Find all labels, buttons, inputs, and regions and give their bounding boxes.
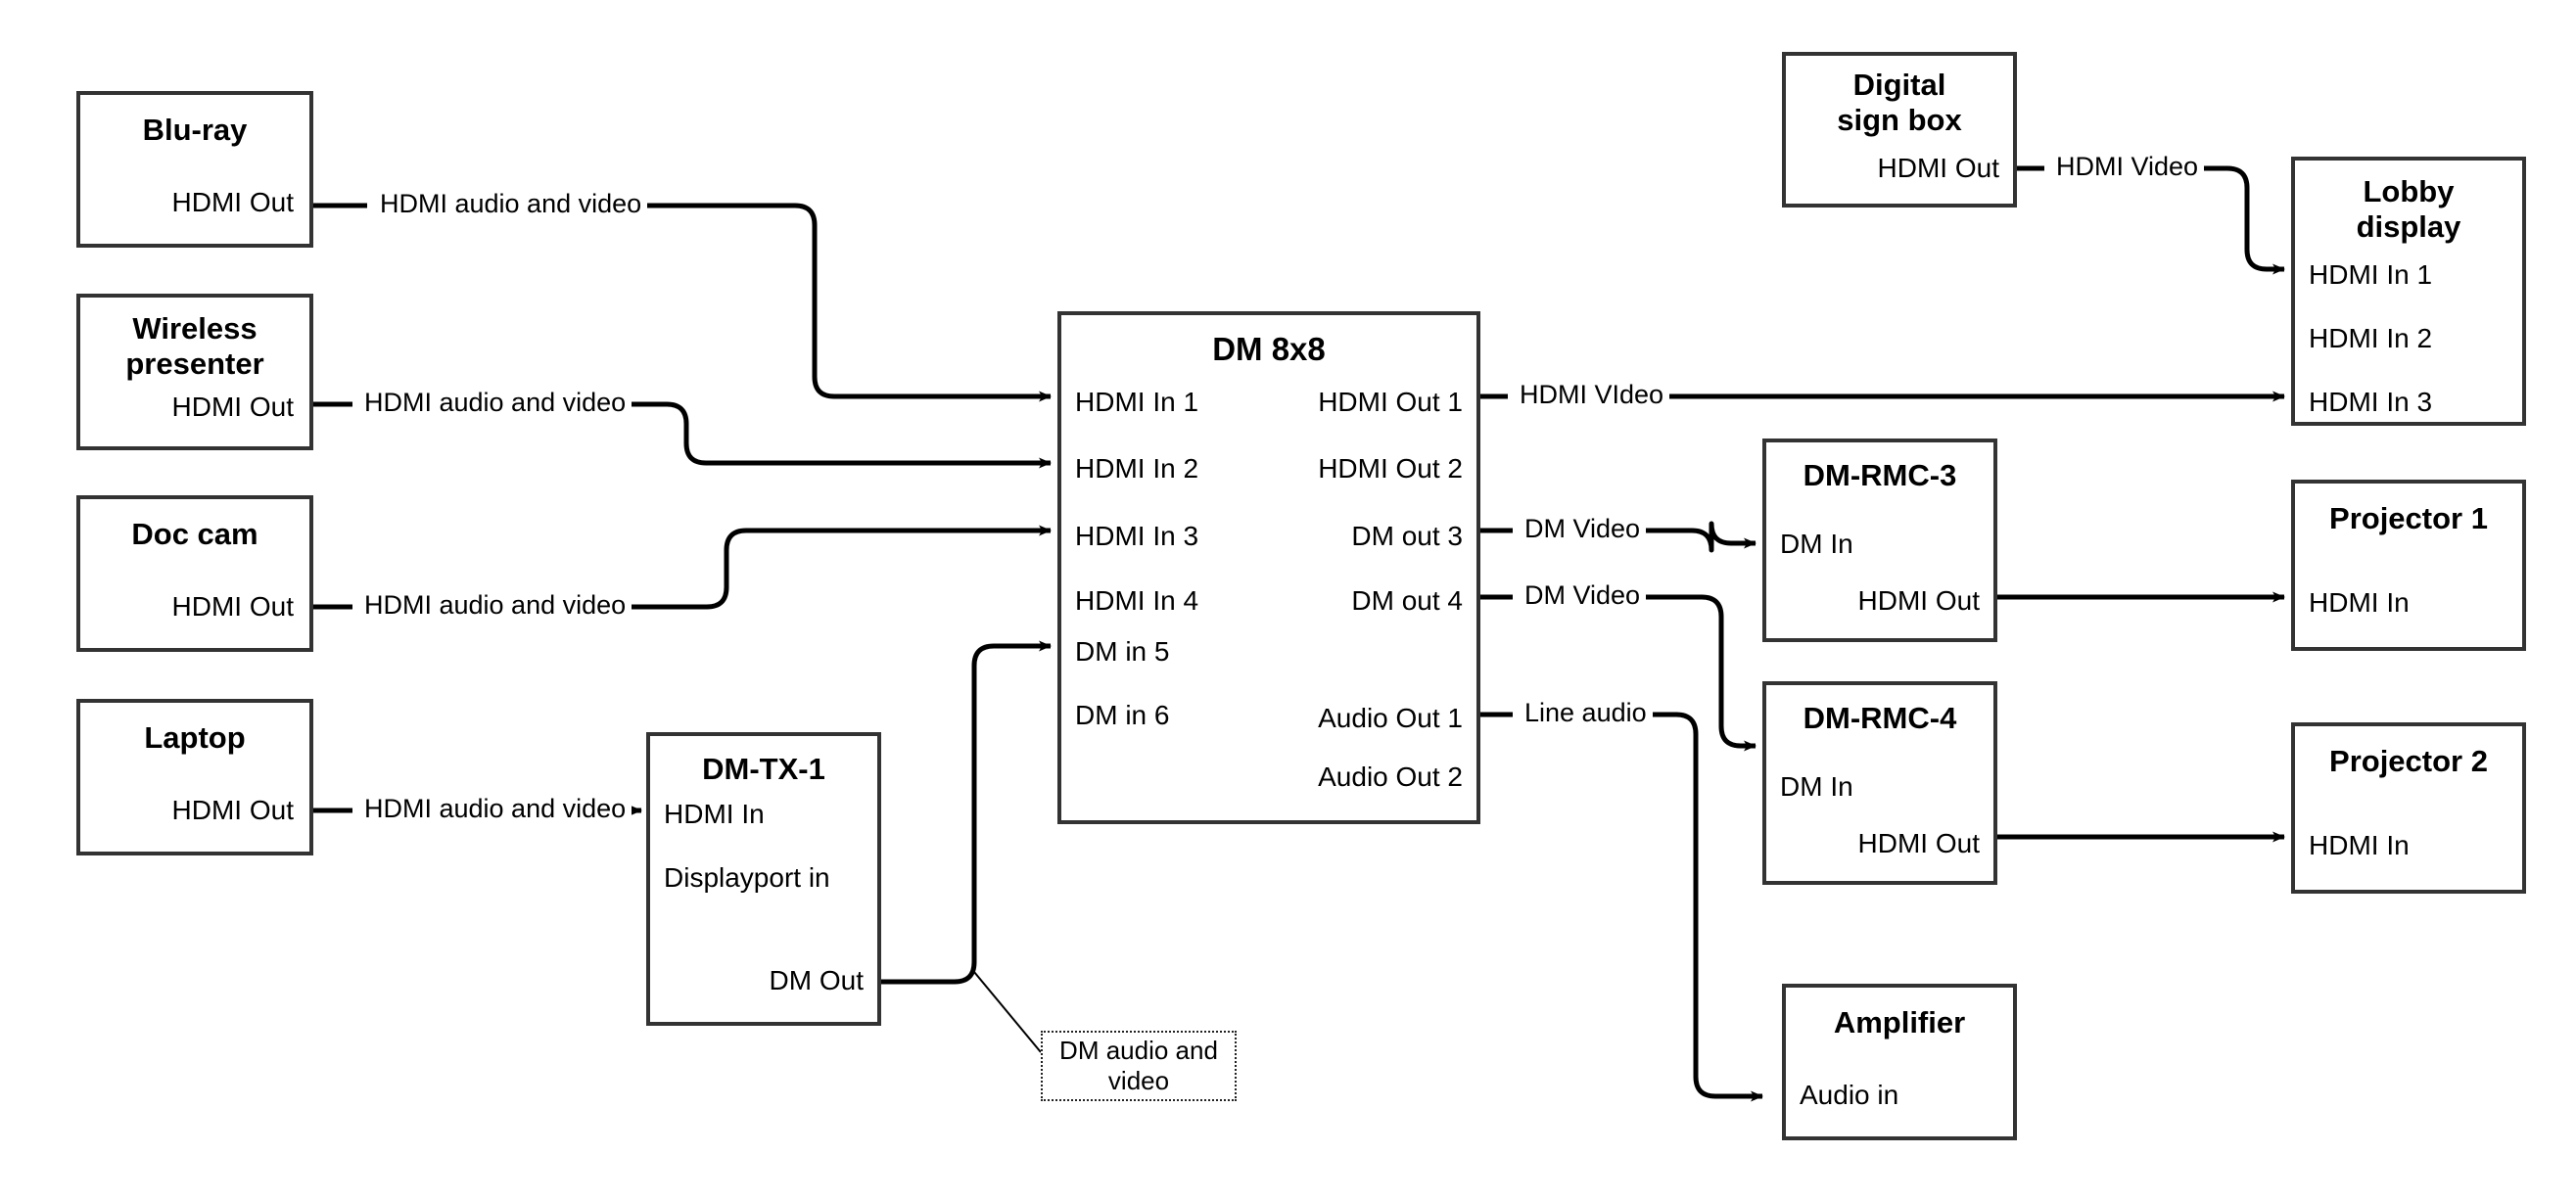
dm-rmc-4-title: DM-RMC-4 xyxy=(1803,701,1957,735)
laptop-port-hdmi-out: HDMI Out xyxy=(171,795,294,825)
dm-rmc-3-port-hdmi-out: HDMI Out xyxy=(1857,585,1980,616)
dm-rmc-3-title: DM-RMC-3 xyxy=(1803,458,1957,492)
dm-8x8-output-dm-out-3: DM out 3 xyxy=(1351,521,1463,551)
edge-label-dm-hdmi-out-1: HDMI VIdeo xyxy=(1514,380,1670,410)
dm-rmc-4-port-hdmi-out: HDMI Out xyxy=(1857,828,1980,858)
edge-label-digital-sign: HDMI Video xyxy=(2050,152,2205,182)
edge-label-wireless: HDMI audio and video xyxy=(358,388,632,418)
projector-1-port-hdmi-in: HDMI In xyxy=(2309,587,2410,618)
bluray-port-hdmi-out: HDMI Out xyxy=(171,187,294,217)
dm-tx-1-title: DM-TX-1 xyxy=(702,752,825,786)
projector-2-title: Projector 2 xyxy=(2329,744,2488,778)
edge-label-dm-out-3: DM Video xyxy=(1519,514,1647,544)
device-box-dm-tx-1[interactable]: DM-TX-1 HDMI In Displayport in DM Out xyxy=(646,732,881,1026)
amplifier-title: Amplifier xyxy=(1833,1005,1966,1039)
callout-dm-audio-and-video: DM audio and video xyxy=(1041,1031,1237,1101)
device-box-digital-sign-box[interactable]: Digital sign box HDMI Out xyxy=(1782,52,2017,208)
lobby-display-input-hdmi-in-2: HDMI In 2 xyxy=(2309,323,2433,353)
dm-8x8-output-hdmi-out-1: HDMI Out 1 xyxy=(1318,387,1463,417)
dm-8x8-title: DM 8x8 xyxy=(1212,331,1326,367)
device-box-wireless-presenter[interactable]: Wireless presenter HDMI Out xyxy=(76,294,313,450)
device-box-doc-cam[interactable]: Doc cam HDMI Out xyxy=(76,495,313,652)
dm-8x8-output-hdmi-out-2: HDMI Out 2 xyxy=(1318,453,1463,484)
callout-leader-line xyxy=(973,971,1042,1053)
device-box-bluray[interactable]: Blu-ray HDMI Out xyxy=(76,91,313,248)
digital-sign-box-port-hdmi-out: HDMI Out xyxy=(1877,153,1999,183)
edge-label-laptop: HDMI audio and video xyxy=(358,794,632,824)
edge-label-audio-out-1: Line audio xyxy=(1519,698,1653,728)
dm-tx-1-port-dm-out: DM Out xyxy=(769,965,864,995)
amplifier-port-audio-in: Audio in xyxy=(1800,1080,1899,1110)
device-box-dm-8x8[interactable]: DM 8x8 HDMI In 1 HDMI In 2 HDMI In 3 HDM… xyxy=(1057,311,1480,824)
dm-tx-1-port-displayport-in: Displayport in xyxy=(664,862,830,893)
doc-cam-port-hdmi-out: HDMI Out xyxy=(171,591,294,622)
laptop-title: Laptop xyxy=(144,720,246,755)
lobby-display-input-hdmi-in-1: HDMI In 1 xyxy=(2309,259,2433,290)
projector-1-title: Projector 1 xyxy=(2329,501,2488,535)
lobby-display-input-hdmi-in-3: HDMI In 3 xyxy=(2309,387,2433,417)
dm-8x8-output-audio-out-2: Audio Out 2 xyxy=(1318,762,1463,792)
edge-label-bluray: HDMI audio and video xyxy=(374,189,648,219)
dm-8x8-output-audio-out-1: Audio Out 1 xyxy=(1318,703,1463,733)
dm-8x8-input-hdmi-in-2: HDMI In 2 xyxy=(1075,453,1199,484)
dm-8x8-output-dm-out-4: DM out 4 xyxy=(1351,585,1463,616)
digital-sign-box-title: Digital sign box xyxy=(1837,68,1962,137)
wire-dm8x8-audioout1-to-amplifier xyxy=(1480,712,1762,1096)
dm-8x8-input-hdmi-in-4: HDMI In 4 xyxy=(1075,585,1199,616)
device-box-projector-2[interactable]: Projector 2 HDMI In xyxy=(2291,722,2526,894)
edge-label-dm-out-4: DM Video xyxy=(1519,580,1647,611)
bluray-title: Blu-ray xyxy=(142,113,248,147)
device-box-lobby-display[interactable]: Lobby display HDMI In 1 HDMI In 2 HDMI I… xyxy=(2291,157,2526,426)
edge-label-doccam: HDMI audio and video xyxy=(358,590,632,621)
lobby-display-title: Lobby display xyxy=(2356,174,2461,244)
projector-2-port-hdmi-in: HDMI In xyxy=(2309,830,2410,860)
wireless-presenter-title: Wireless presenter xyxy=(125,311,264,381)
dm-tx-1-port-hdmi-in: HDMI In xyxy=(664,799,765,829)
wireless-presenter-port-hdmi-out: HDMI Out xyxy=(171,392,294,422)
doc-cam-title: Doc cam xyxy=(131,517,258,551)
wire-dmtx1-to-dm8x8-dm-in-5 xyxy=(881,640,1052,985)
device-box-laptop[interactable]: Laptop HDMI Out xyxy=(76,699,313,855)
dm-8x8-input-hdmi-in-3: HDMI In 3 xyxy=(1075,521,1199,551)
dm-rmc-3-port-dm-in: DM In xyxy=(1780,529,1853,559)
device-box-dm-rmc-3[interactable]: DM-RMC-3 DM In HDMI Out xyxy=(1762,439,1997,642)
wire-digitalsign-to-lobby-hdmi-in-1 xyxy=(2017,165,2284,269)
wire-bluray-to-dm8x8-hdmi-in-1 xyxy=(313,203,1051,396)
dm-8x8-input-dm-in-5: DM in 5 xyxy=(1075,636,1170,667)
dm-8x8-input-dm-in-6: DM in 6 xyxy=(1075,700,1170,730)
callout-text: DM audio and video xyxy=(1059,1036,1218,1095)
device-box-projector-1[interactable]: Projector 1 HDMI In xyxy=(2291,480,2526,651)
dm-rmc-4-port-dm-in: DM In xyxy=(1780,771,1853,802)
dm-8x8-input-hdmi-in-1: HDMI In 1 xyxy=(1075,387,1199,417)
device-box-dm-rmc-4[interactable]: DM-RMC-4 DM In HDMI Out xyxy=(1762,681,1997,885)
device-box-amplifier[interactable]: Amplifier Audio in xyxy=(1782,984,2017,1140)
